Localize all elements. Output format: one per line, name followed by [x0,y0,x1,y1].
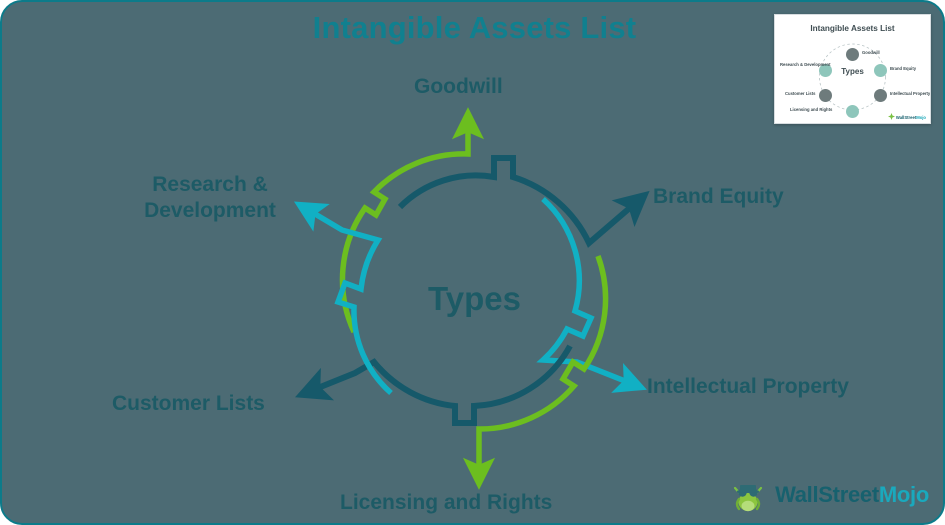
frog-mascot-icon [733,485,763,512]
thumbnail-node-ip [874,89,887,102]
thumbnail-label-rnd: Research & Development [780,62,831,67]
wallstreetmojo-logo[interactable]: WallStreetMojo [728,475,929,515]
thumbnail-label-customer: Customer Lists [785,91,816,96]
logo-primary: WallStreet [775,482,879,507]
thumbnail-label-licensing: Licensing and Rights [790,107,833,112]
node-label-research-development: Research & Development [144,173,276,222]
node-label-licensing-rights: Licensing and Rights [340,491,553,514]
logo-wordmark: WallStreetMojo [775,482,929,508]
node-label-brand-equity: Brand Equity [653,185,784,208]
thumbnail-label-brand: Brand Equity [890,66,917,71]
page-title: Intangible Assets List [312,10,637,45]
node-label-customer-lists: Customer Lists [112,392,265,415]
node-label-goodwill: Goodwill [414,75,503,98]
segment-research-development [293,201,393,396]
thumbnail-center-label: Types [841,67,864,76]
thumbnail-preview-card[interactable]: Intangible Assets List Types Goodwill Br… [774,14,931,124]
segment-customer-lists [295,344,573,426]
thumbnail-logo-primary: WallStreet [895,115,917,120]
thumbnail-title: Intangible Assets List [810,24,895,33]
thumbnail-node-rnd [819,64,832,77]
thumbnail-label-goodwill: Goodwill [862,50,880,55]
segment-intellectual-property [536,196,647,393]
thumbnail-logo: WallStreetMojo [887,113,926,120]
thumbnail-leaf-icon [887,113,895,120]
node-label-intellectual-property: Intellectual Property [647,375,849,398]
thumbnail-logo-secondary: Mojo [916,115,926,120]
segment-brand-equity [397,155,650,248]
thumbnail-node-goodwill [846,48,859,61]
segment-goodwill [339,107,485,334]
logo-secondary: Mojo [878,482,929,507]
thumbnail-label-ip: Intellectual Property [890,91,931,96]
thumbnail-node-customer [819,89,832,102]
thumbnail-node-brand [874,64,887,77]
thumbnail-node-licensing [846,105,859,118]
segment-licensing-rights [462,255,609,490]
